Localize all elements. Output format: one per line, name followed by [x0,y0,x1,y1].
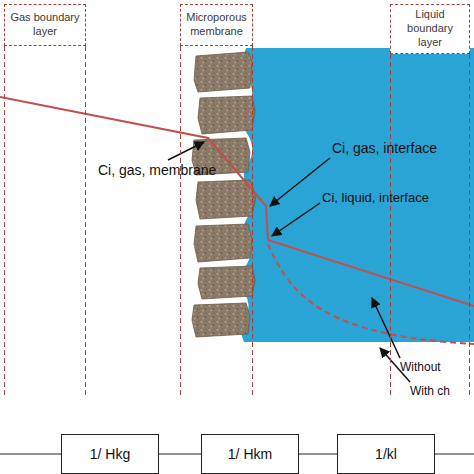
concentration-label: Ci, liquid, interface [322,190,429,205]
resistance-box: 1/ Hkg [61,434,159,474]
circuit-wire [0,453,61,454]
circuit-wire [299,453,337,454]
circuit-wire [159,453,201,454]
concentration-label: Ci, gas, membrane [98,162,216,178]
concentration-label: With ch [410,384,450,398]
node-text: 1/ Hkg [90,446,130,462]
layer-label-box: Liquid boundary layer [390,4,470,54]
layer-boundary [4,46,5,396]
layer-boundary [252,46,253,396]
layer-boundary [85,46,86,396]
node-text: Liquid boundary layer [395,8,465,49]
node-text: 1/ Hkm [228,446,272,462]
concentration-profile [0,97,474,344]
node-text: Gas boundary layer [9,11,81,39]
circuit-wire [435,453,474,454]
concentration-label: Ci, gas, interface [332,140,437,156]
leader-lines [168,142,410,382]
liquid-region [241,48,474,342]
layer-boundary [180,46,181,396]
resistance-box: 1/ Hkm [201,434,299,474]
layer-label-box: Microporous membrane [180,4,253,46]
membrane-pores [192,52,256,337]
layer-boundary [390,54,391,396]
layer-boundary [469,54,470,396]
node-text: Microporous membrane [185,11,248,39]
layer-label-box: Gas boundary layer [4,4,86,46]
concentration-label: Without [400,360,441,374]
resistance-box: 1/kl [337,434,435,474]
node-text: 1/kl [375,446,397,462]
